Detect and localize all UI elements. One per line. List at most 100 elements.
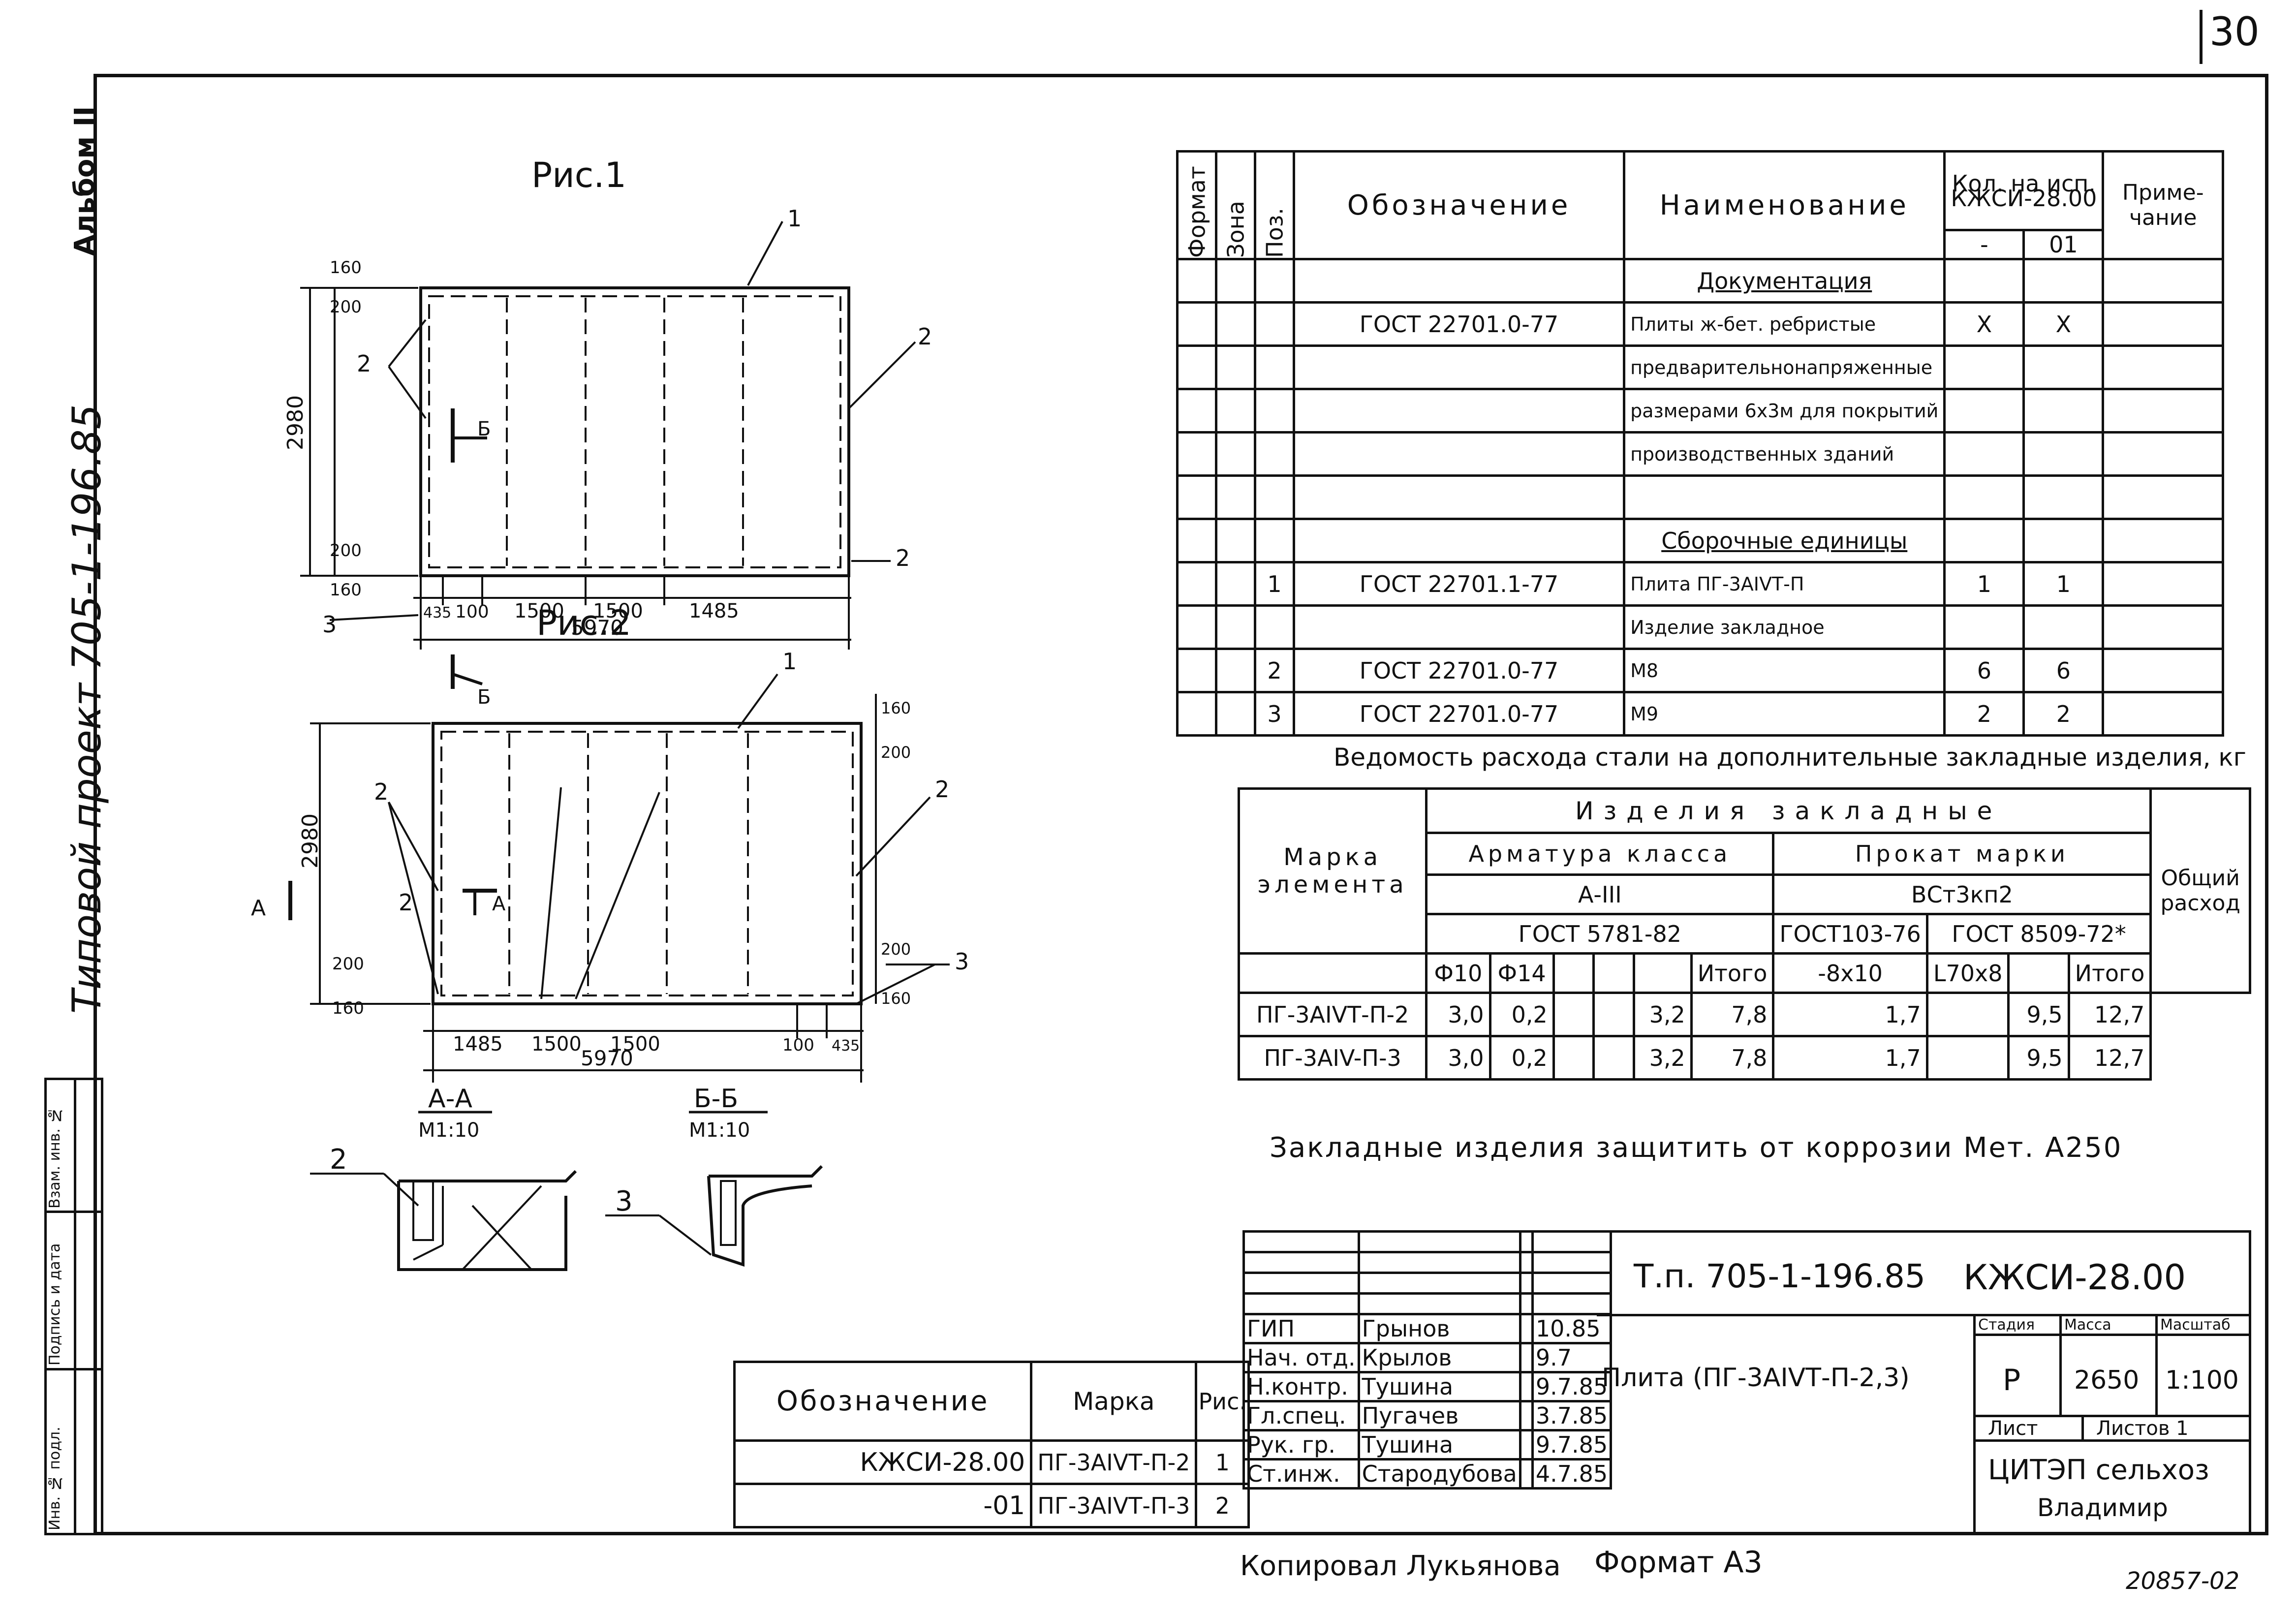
spec-cell-blank [1176,561,1217,607]
spec-cell-blank [1176,301,1217,347]
sig-blank-cell [1242,1230,1360,1253]
steel-cell-mark: ПГ-3АIV-П-3 [1237,1035,1428,1081]
fig2-section-a2: А [251,896,266,921]
spec-cell-blank [1176,474,1217,520]
spec-cell-blank [1215,388,1256,434]
tb-h-sheet: Лист [1988,1417,2038,1440]
marks-h-mark: Марка [1030,1361,1198,1442]
fig2-callout-2r: 2 [935,776,949,803]
spec-cell-pos: 1 [1254,561,1295,607]
steel-h-itogo2: Итого [2067,952,2152,994]
fig2-callout-1: 1 [782,648,797,675]
spec-cell-blank [1215,474,1256,520]
sig-cell-signature [1519,1371,1534,1402]
steel-h-prokat: Прокат марки [1772,832,2152,876]
spec-cell-qa [1943,431,2025,477]
steel-h-vst: ВСт3кп2 [1772,873,2152,915]
spec-cell-blank [2102,648,2224,693]
spec-row: Изделие закладное [1176,604,2224,650]
spec-cell-blank [2102,344,2224,390]
spec-cell-qb [2022,474,2105,520]
spec-cell-blank [1176,518,1217,563]
inventory-number: 20857-02 [2126,1567,2240,1595]
steel-cell-blank [1925,992,2010,1037]
steel-h-itogo: Итого [1690,952,1775,994]
steel-cell-f14: 0,2 [1489,1035,1555,1081]
spec-cell-designation [1292,388,1626,434]
corrosion-note: Закладные изделия защитить от коррозии М… [1270,1132,2123,1164]
spec-cell-name: М8 [1623,648,1946,693]
section-bb-callout-3: 3 [615,1185,633,1217]
fig2-dim-200r: 200 [881,743,911,762]
spec-cell-blank [1176,691,1217,737]
sig-cell-date: 9.7.85 [1531,1371,1613,1402]
spec-cell-name: Изделие закладное [1623,604,1946,650]
fig2-dim-160r2: 160 [881,989,911,1008]
steel-h-f14: Ф14 [1489,952,1555,994]
stamp-replace: Взам. инв. № [46,1106,63,1209]
spec-cell-pos: 2 [1254,648,1295,693]
sig-cell-name: Крылов [1357,1342,1521,1373]
steel-h-blank [1592,952,1635,994]
sig-cell-name: Тушина [1357,1371,1521,1402]
spec-cell-designation [1292,518,1626,563]
spec-h-designation: Обозначение [1292,150,1626,260]
spec-cell-blank [1215,258,1256,304]
sig-cell-name: Стародубова [1357,1458,1521,1490]
tb-scale: 1:100 [2165,1366,2239,1395]
spec-cell-designation: ГОСТ 22701.0-77 [1292,301,1626,347]
sig-blank-cell [1242,1251,1360,1274]
sig-cell-signature [1519,1458,1534,1490]
sig-blank-row [1242,1230,1613,1253]
marks-cell-mark: ПГ-3АIVТ-П-2 [1030,1439,1198,1485]
fig2-section-a: А [492,893,506,915]
spec-cell-pos [1254,604,1295,650]
steel-cell-blank [1592,992,1635,1037]
sig-cell-date: 10.85 [1531,1313,1613,1344]
tb-title: Плита (ПГ-3АIVТ-П-2,3) [1602,1363,1910,1393]
sig-blank-cell [1531,1272,1613,1295]
spec-cell-name [1623,474,1946,520]
spec-cell-designation [1292,604,1626,650]
title-block-line [2059,1314,2062,1415]
fig1-callout-2r: 2 [918,323,932,350]
fig1-section-b2: Б [477,686,491,709]
tb-org2: Владимир [2037,1493,2168,1522]
sig-cell-name: Пугачев [1357,1400,1521,1431]
sig-blank-cell [1531,1230,1613,1253]
sig-blank-cell [1357,1292,1521,1315]
sig-cell-role: Рук. гр. [1242,1429,1360,1461]
spec-cell-designation [1292,258,1626,304]
spec-cell-name: М9 [1623,691,1946,737]
spec-cell-pos [1254,474,1295,520]
spec-row [1176,474,2224,520]
spec-cell-name: Документация [1623,258,1946,304]
spec-cell-blank [1176,431,1217,477]
steel-h-mark: Марка элемента [1237,787,1428,955]
section-aa-callout-2: 2 [330,1144,347,1176]
fig2-title: Рис.2 [536,603,631,643]
steel-cell-total: 12,7 [2067,1035,2152,1081]
spec-cell-designation [1292,344,1626,390]
spec-h-note: Приме-чание [2102,150,2224,260]
spec-h-format: Формат [1177,151,1216,259]
steel-cell-f10: 3,0 [1425,1035,1491,1081]
spec-cell-pos [1254,388,1295,434]
title-block-line [1973,1334,2251,1336]
sheet-number-divider [2200,10,2203,64]
spec-cell-qb [2022,518,2105,563]
spec-row: Документация [1176,258,2224,304]
steel-cell-s8: 7,8 [1690,992,1775,1037]
steel-h-gost8509: ГОСТ 8509-72* [1925,913,2152,955]
sig-cell-date: 9.7.85 [1531,1429,1613,1461]
spec-cell-designation [1292,474,1626,520]
marks-cell-designation: -01 [733,1483,1033,1528]
spec-cell-blank [2102,691,2224,737]
steel-title: Ведомость расхода стали на дополнительны… [1334,743,2246,772]
